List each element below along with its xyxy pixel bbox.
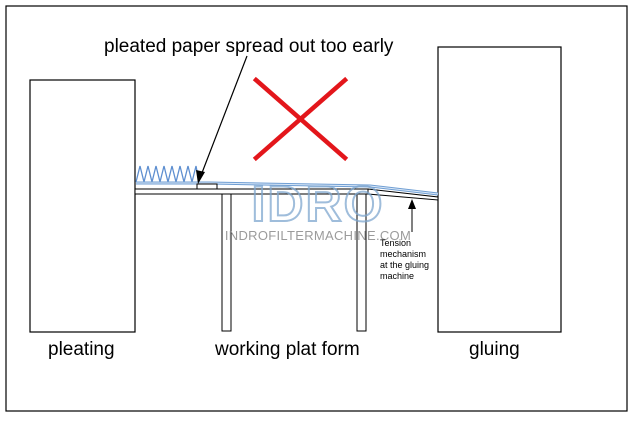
label-gluing: gluing	[469, 339, 520, 360]
label-pleating: pleating	[48, 339, 115, 360]
title-pointer-line	[199, 55, 248, 179]
red-cross-stroke-2	[252, 76, 349, 162]
pleated-paper-zigzag	[135, 165, 200, 183]
pleating-machine-box	[29, 79, 136, 333]
gluing-machine-box	[437, 46, 562, 333]
platform-leg-right	[356, 193, 367, 332]
title-annotation: pleated paper spread out too early	[104, 36, 394, 57]
paper-tray	[196, 183, 218, 190]
tension-note-line-2: mechanism	[380, 249, 426, 259]
label-working-platform: working plat form	[214, 339, 360, 360]
tension-note-line-1: Tension	[380, 238, 411, 248]
tension-mechanism-ramp	[367, 188, 439, 201]
title-pointer-arrowhead	[196, 170, 205, 184]
tension-note-line-4: machine	[380, 271, 414, 281]
tension-pointer-arrowhead	[408, 199, 416, 209]
outer-frame	[5, 5, 628, 412]
spread-paper-highlight	[136, 182, 439, 195]
tension-note-line-3: at the gluing	[380, 260, 429, 270]
platform-leg-left	[221, 193, 232, 332]
watermark-logo: IDRO	[252, 176, 385, 232]
watermark-site: INDROFILTERMACHINE.COM	[225, 228, 411, 243]
